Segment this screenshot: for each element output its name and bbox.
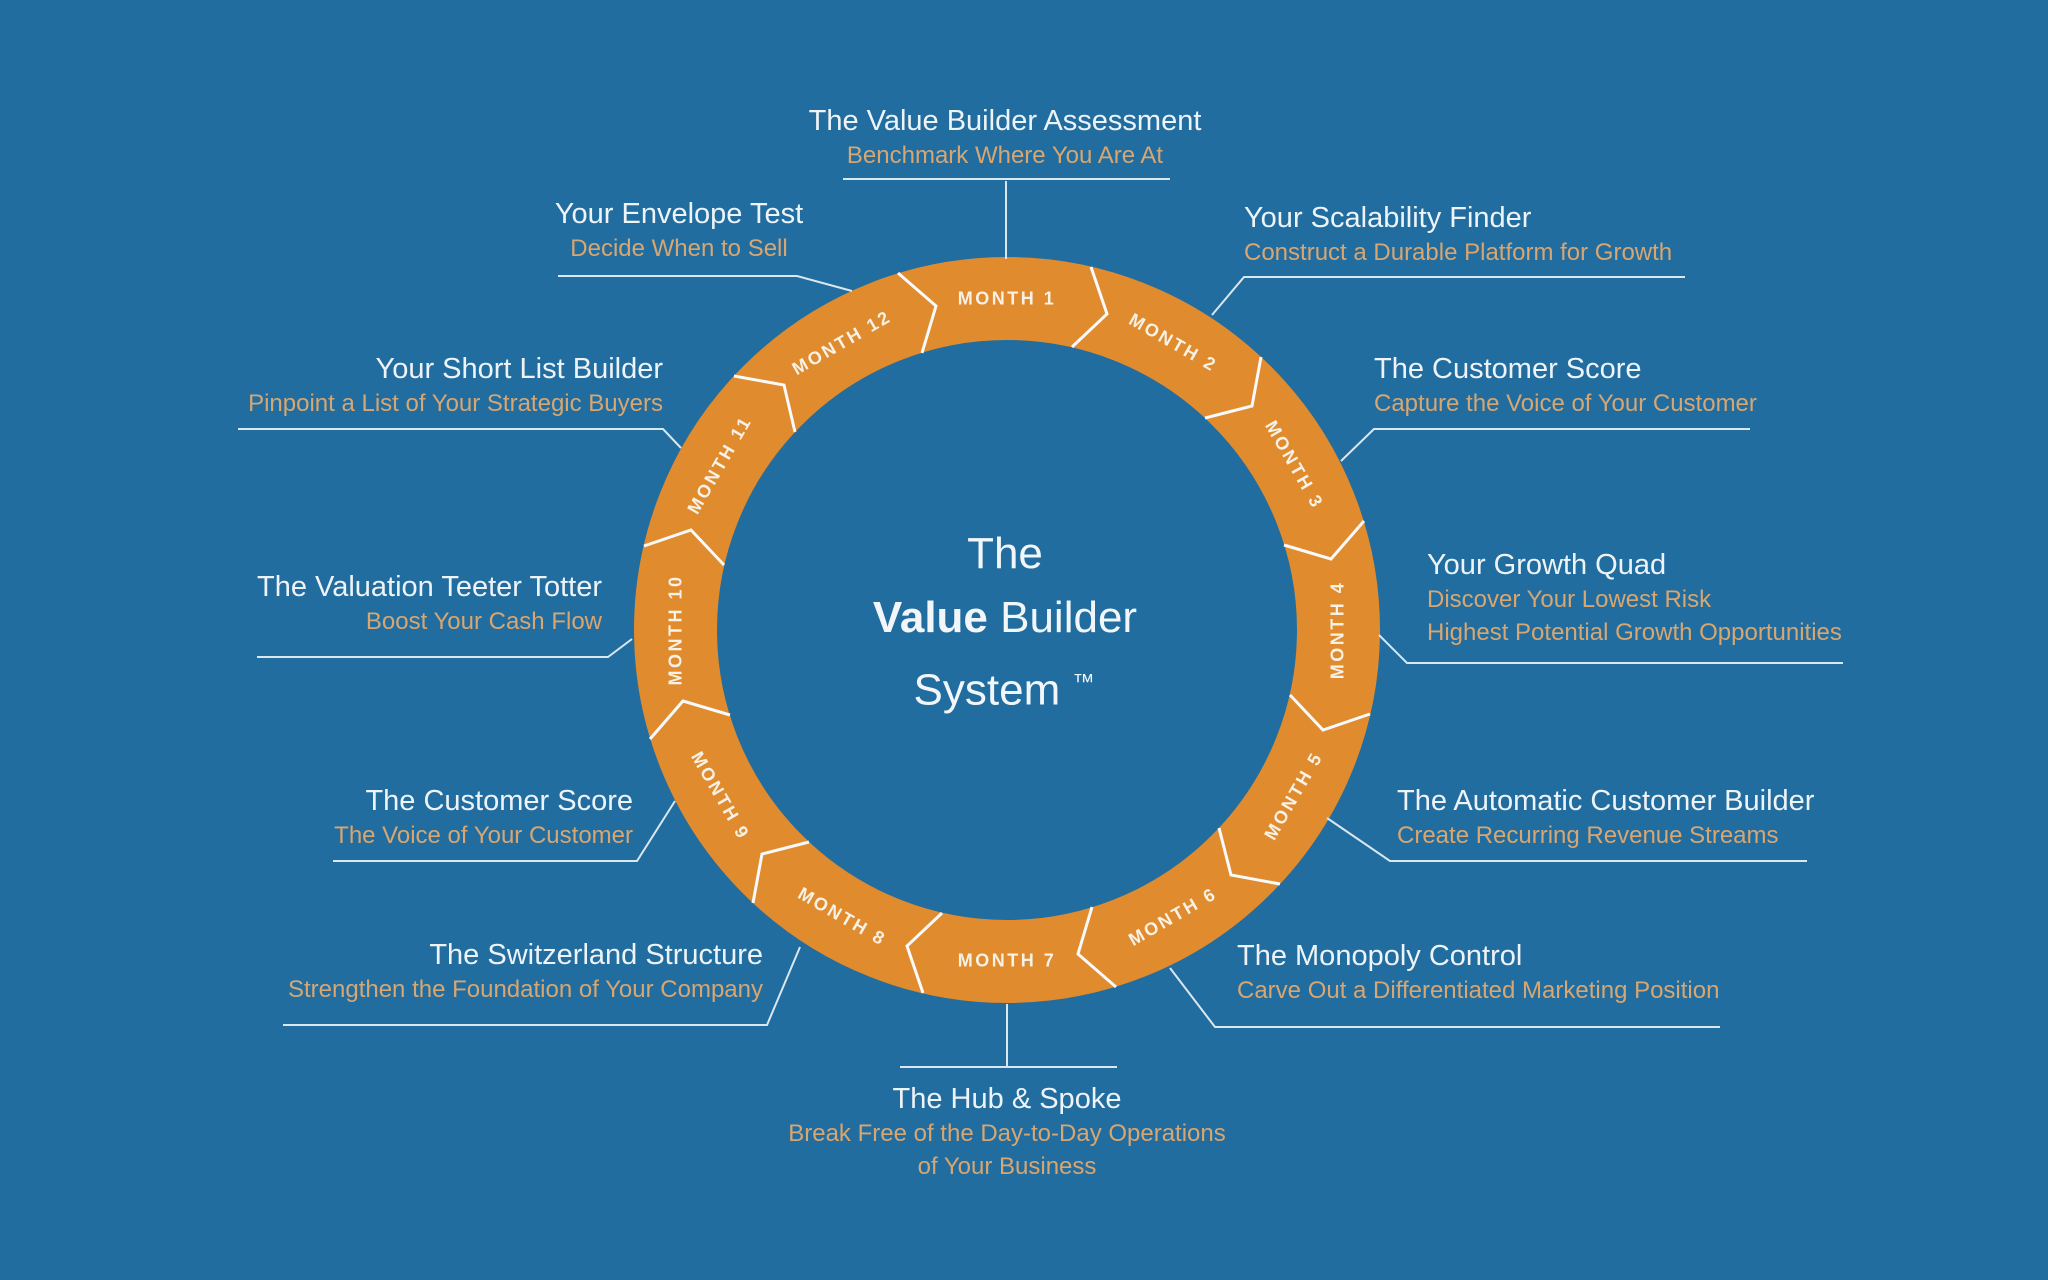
callout-4-title: Your Growth Quad: [1427, 549, 1667, 581]
callout-6-subtitle: Carve Out a Differentiated Marketing Pos…: [1237, 977, 1720, 1004]
callout-month-8: The Switzerland Structure Strengthen the…: [288, 937, 763, 1006]
connector-callout-3: [1340, 428, 1750, 462]
callout-7-subtitle: Break Free of the Day-to-Day Operations: [788, 1120, 1226, 1147]
callout-5-title: The Automatic Customer Builder: [1397, 785, 1815, 817]
divider-m9-m10: [648, 699, 731, 740]
connector-callout-2: [1211, 276, 1685, 316]
callout-month-10: The Valuation Teeter Totter Boost Your C…: [257, 569, 602, 638]
callout-7-subtitle2: of Your Business: [917, 1153, 1097, 1180]
callout-9-subtitle: The Voice of Your Customer: [334, 822, 633, 849]
divider-m8-m9: [751, 840, 810, 904]
divider-m7-m8: [905, 911, 944, 994]
connector-callout-8: [283, 946, 801, 1026]
callout-4-subtitle2: Highest Potential Growth Opportunities: [1427, 619, 1842, 646]
callout-4-subtitle: Discover Your Lowest Risk: [1427, 586, 1712, 613]
callout-10-title: The Valuation Teeter Totter: [257, 571, 602, 603]
callout-11-title: Your Short List Builder: [375, 353, 663, 385]
callout-2-subtitle: Construct a Durable Platform for Growth: [1244, 239, 1673, 266]
connector-callout-11: [238, 428, 682, 449]
divider-m2-m3: [1204, 356, 1263, 420]
connector-callout-5: [1326, 817, 1807, 862]
callout-month-4: Your Growth Quad Discover Your Lowest Ri…: [1427, 547, 1842, 649]
divider-m4-m5: [1288, 693, 1371, 732]
connector-callout-4: [1378, 634, 1843, 664]
callout-connectors: [238, 178, 1843, 1068]
divider-m6-m7: [1076, 906, 1117, 989]
divider-m12-m1: [897, 271, 938, 354]
month-label-7: MONTH 7: [957, 950, 1057, 971]
callout-month-7: The Hub & Spoke Break Free of the Day-to…: [757, 1081, 1257, 1183]
callout-8-subtitle: Strengthen the Foundation of Your Compan…: [287, 976, 763, 1003]
divider-m5-m6: [1217, 827, 1281, 886]
callout-month-1: The Value Builder Assessment Benchmark W…: [755, 103, 1255, 172]
callout-5-subtitle: Create Recurring Revenue Streams: [1397, 822, 1779, 849]
segment-dividers: [643, 266, 1371, 994]
callout-12-title: Your Envelope Test: [554, 198, 804, 230]
wheel-title: The Value Builder System ™: [755, 522, 1255, 723]
divider-m10-m11: [643, 528, 726, 567]
month-ring: [634, 257, 1380, 1003]
callout-month-9: The Customer Score The Voice of Your Cus…: [334, 783, 633, 852]
callout-8-title: The Switzerland Structure: [429, 939, 763, 971]
callout-12-subtitle: Decide When to Sell: [570, 235, 788, 262]
trademark-symbol: ™: [1072, 669, 1097, 694]
callout-month-11: Your Short List Builder Pinpoint a List …: [248, 351, 663, 420]
callout-9-title: The Customer Score: [365, 785, 633, 817]
callout-month-6: The Monopoly Control Carve Out a Differe…: [1237, 938, 1719, 1007]
divider-m3-m4: [1283, 520, 1366, 561]
divider-m11-m12: [733, 374, 797, 433]
connector-callout-12: [558, 275, 853, 292]
divider-m1-m2: [1070, 266, 1109, 349]
callout-month-5: The Automatic Customer Builder Create Re…: [1397, 783, 1814, 852]
connector-callout-10: [257, 638, 633, 658]
callout-1-title: The Value Builder Assessment: [808, 105, 1202, 137]
month-label-10: MONTH 10: [665, 574, 686, 686]
wheel-title-line3: System ™: [913, 665, 1097, 715]
callout-10-subtitle: Boost Your Cash Flow: [365, 608, 602, 635]
callout-11-subtitle: Pinpoint a List of Your Strategic Buyers: [248, 390, 663, 417]
callout-month-12: Your Envelope Test Decide When to Sell: [429, 196, 929, 265]
callout-month-2: Your Scalability Finder Construct a Dura…: [1244, 200, 1672, 269]
connector-callout-6: [1169, 967, 1720, 1028]
month-label-4: MONTH 4: [1327, 580, 1348, 680]
callout-month-3: The Customer Score Capture the Voice of …: [1374, 351, 1757, 420]
month-label-1: MONTH 1: [957, 288, 1057, 309]
wheel-title-line2: Value Builder: [872, 593, 1138, 642]
connector-callout-9: [333, 800, 676, 862]
callout-7-title: The Hub & Spoke: [892, 1083, 1122, 1115]
callout-3-title: The Customer Score: [1374, 353, 1642, 385]
callout-1-subtitle: Benchmark Where You Are At: [846, 142, 1164, 169]
callout-2-title: Your Scalability Finder: [1244, 202, 1532, 234]
wheel-title-line1: The: [967, 529, 1043, 578]
callout-6-title: The Monopoly Control: [1237, 940, 1523, 972]
callout-3-subtitle: Capture the Voice of Your Customer: [1374, 390, 1757, 417]
